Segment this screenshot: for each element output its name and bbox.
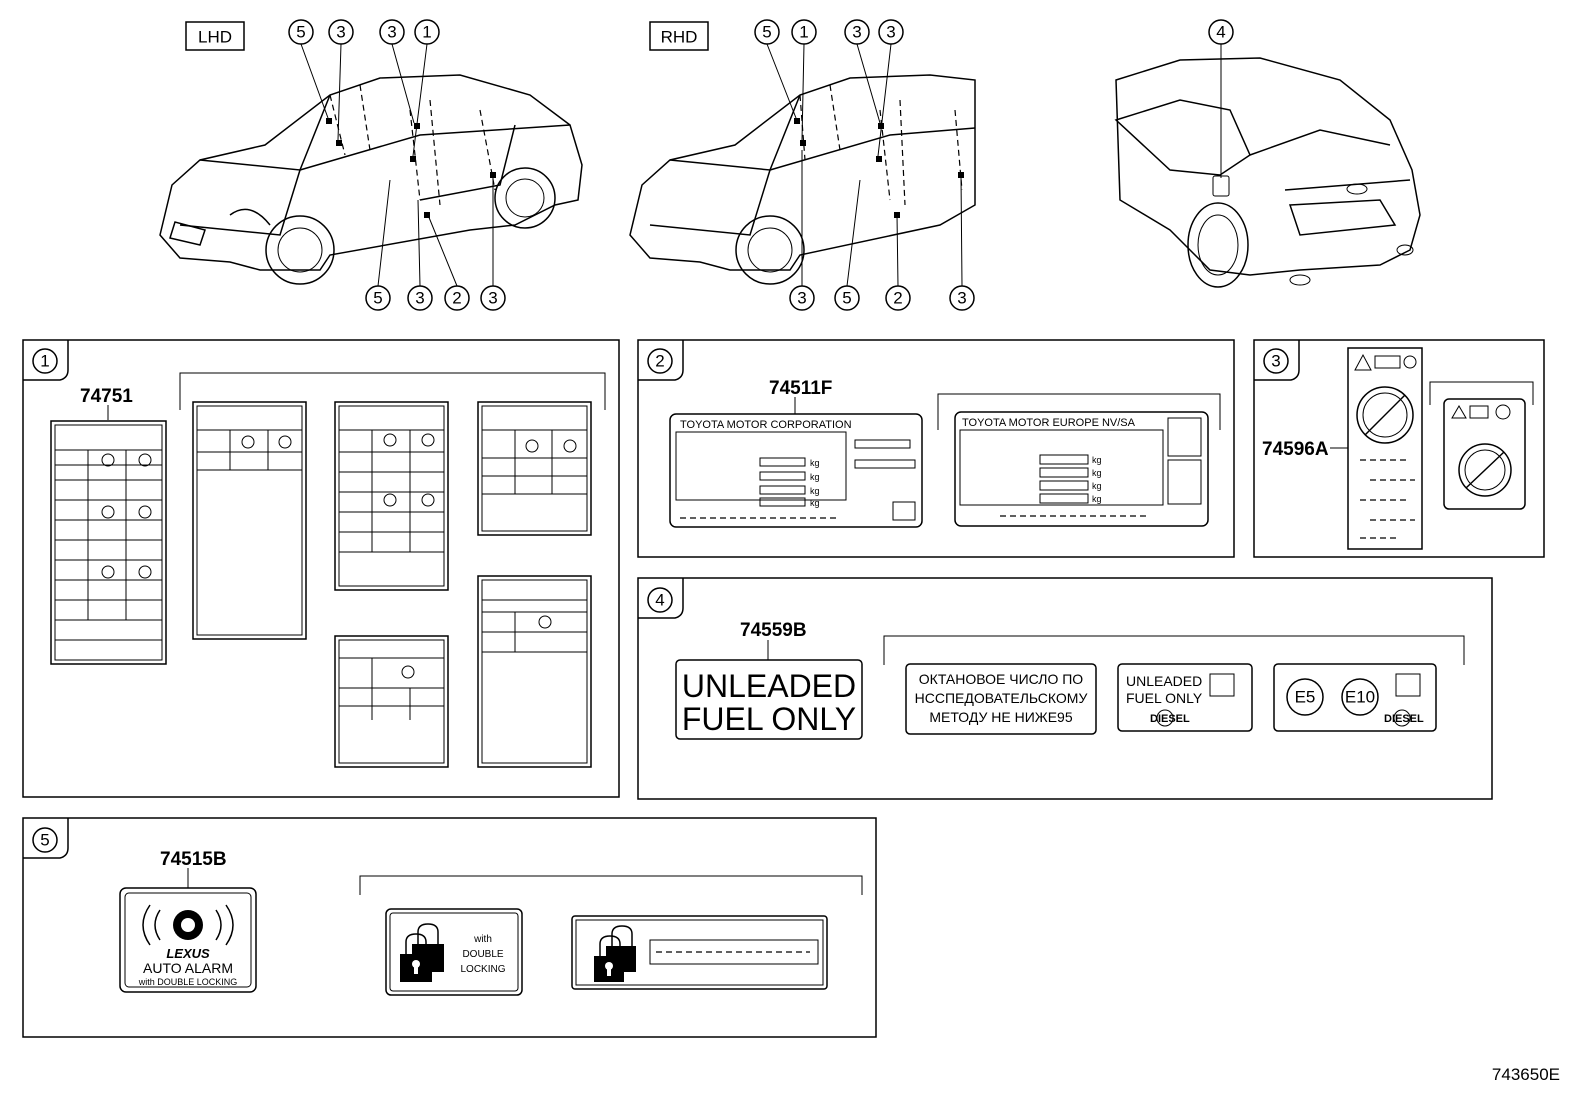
kg-unit: kg [810,486,820,496]
panel-number: 5 [40,831,49,850]
panel-2: 2 74511F TOYOTA MOTOR CORPORATION kg kg … [637,339,1235,558]
diesel-text: DIESEL [1150,713,1190,725]
padlock-icon [594,925,636,982]
ru-line2: НССПЕДОВАТЕЛЬСКОМУ [915,690,1088,706]
callout-circle: 3 [488,289,497,308]
auto-alarm-text: AUTO ALARM [143,960,233,976]
callout-circle: 5 [762,23,771,42]
callout-circle: 2 [893,289,902,308]
part-number: 74515B [160,849,227,870]
callout-circle: 2 [452,289,461,308]
rhd-car-view: RHD 5 1 3 3 3 5 2 3 [629,19,976,311]
unleaded-line2: FUEL ONLY [682,701,856,737]
callout-circle: 3 [797,289,806,308]
lexus-brand: LEXUS [166,946,210,961]
part-number: 74511F [769,378,832,399]
callout-circle: 4 [1216,23,1225,42]
panel-5: 5 74515B LEXUS AUTO ALARM with DOUBLE LO… [22,817,877,1038]
callout-circle: 3 [387,23,396,42]
part-number: 74596A [1262,439,1329,460]
ru-line1: ОКТАНОВОЕ ЧИСЛО ПО [919,671,1084,687]
padlock-icon [400,923,444,982]
with-text: with [473,934,492,945]
manual-icon [1209,673,1235,697]
part-number: 74559B [740,620,807,641]
kg-unit: kg [1092,494,1102,504]
rhd-tag: RHD [661,28,698,47]
panel-3: 3 74596A [1253,339,1545,558]
double-text: DOUBLE [462,949,503,960]
kg-unit: kg [810,458,820,468]
panel-4: 4 74559B UNLEADED FUEL ONLY ОКТАНОВОЕ ЧИ… [637,577,1493,800]
unleaded-line1: UNLEADED [682,668,856,704]
panel-number: 3 [1271,352,1280,371]
callout-circle: 1 [799,23,808,42]
part-number: 74751 [80,386,133,407]
callout-circle: 5 [296,23,305,42]
label-header: TOYOTA MOTOR EUROPE NV/SA [962,417,1136,429]
panel-number: 2 [655,352,664,371]
callout-circle: 5 [842,289,851,308]
manual-icon [1395,673,1421,697]
panel-number: 1 [40,352,49,371]
kg-unit: kg [810,472,820,482]
panel-number: 4 [655,591,664,610]
callout-circle: 3 [886,23,895,42]
lhd-car-view: LHD 5 3 3 1 5 3 2 3 [159,19,583,311]
callout-circle: 3 [415,289,424,308]
e5-badge: E5 [1295,688,1316,707]
lhd-tag: LHD [198,28,232,47]
kg-unit: kg [1092,455,1102,465]
rear-car-view: 4 [1114,19,1421,288]
locking-text: LOCKING [460,964,505,975]
e10-badge: E10 [1345,688,1375,707]
small-unleaded-line2: FUEL ONLY [1126,690,1203,706]
callout-circle: 3 [957,289,966,308]
callout-circle: 5 [373,289,382,308]
callout-circle: 1 [422,23,431,42]
diesel-text: DIESEL [1384,713,1424,725]
diagram-code: 743650E [1492,1065,1560,1084]
kg-unit: kg [1092,481,1102,491]
auto-alarm-subtext: with DOUBLE LOCKING [138,977,238,987]
ru-line3: МЕТОДУ НЕ НИЖЕ95 [929,709,1072,725]
small-unleaded-line1: UNLEADED [1126,673,1202,689]
label-header: TOYOTA MOTOR CORPORATION [680,419,852,431]
kg-unit: kg [810,498,820,508]
callout-circle: 3 [336,23,345,42]
callout-circle: 3 [852,23,861,42]
kg-unit: kg [1092,468,1102,478]
panel-1: 1 74751 [22,339,620,798]
